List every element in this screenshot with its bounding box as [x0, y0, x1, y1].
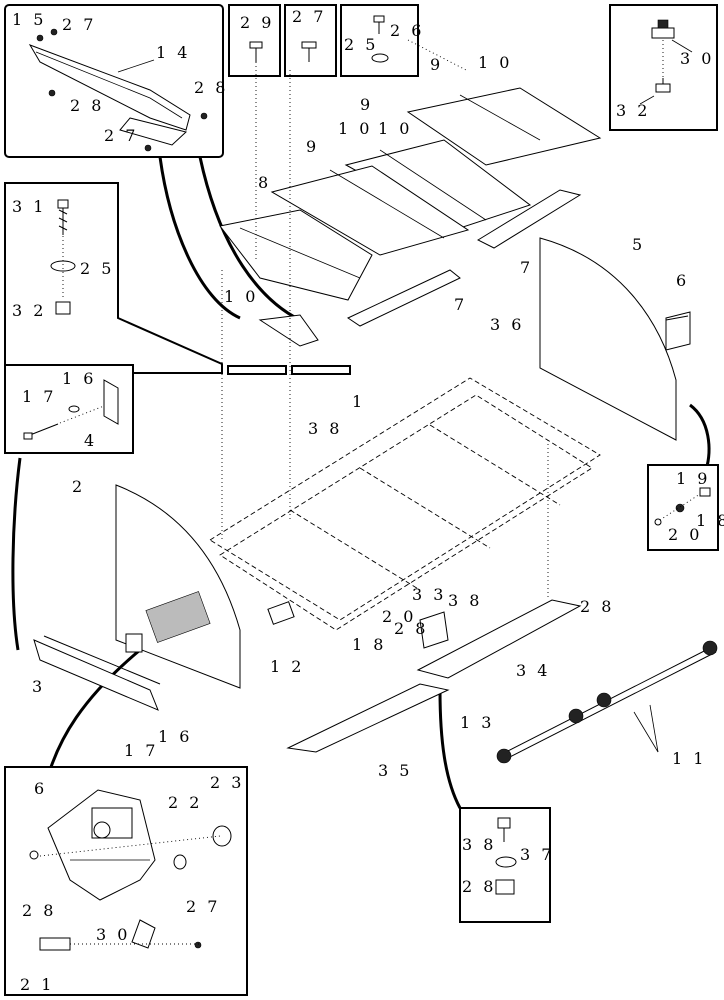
- callout-28-f: 2 8: [462, 877, 496, 896]
- callout-6-a: 6: [34, 779, 47, 798]
- detail-box-30-32: 3 0 3 2: [609, 4, 718, 131]
- callout-15: 1 5: [12, 10, 46, 29]
- callout-20-b: 2 0: [382, 607, 416, 626]
- callout-19: 1 9: [676, 469, 710, 488]
- detail-box-hinge: 6 2 3 2 2 2 8 2 7 3 0 2 1: [4, 766, 248, 996]
- main-assembly: [33, 39, 718, 764]
- callout-2: 2: [72, 477, 85, 496]
- callout-30-b: 3 0: [96, 925, 130, 944]
- connector-box-1: [227, 365, 287, 375]
- callout-3: 3: [32, 677, 45, 696]
- callout-28-c: 2 8: [22, 901, 56, 920]
- callout-9-a: 9: [430, 55, 443, 74]
- callout-38-c: 3 8: [462, 835, 496, 854]
- callout-17-b: 1 7: [124, 741, 158, 760]
- callout-14: 1 4: [156, 43, 190, 62]
- callout-29: 2 9: [240, 13, 274, 32]
- callout-18-b: 1 8: [352, 635, 386, 654]
- callout-16-a: 1 6: [62, 369, 96, 388]
- callout-6-b: 6: [676, 271, 689, 290]
- callout-12: 1 2: [270, 657, 304, 676]
- callout-33: 3 3: [412, 585, 446, 604]
- detail-box-25-26: 2 6 2 5: [340, 4, 424, 77]
- callout-28-e: 2 8: [580, 597, 614, 616]
- callout-10-a: 1 0: [478, 53, 512, 72]
- callout-28-a: 2 8: [194, 78, 228, 97]
- callout-27-d: 2 7: [186, 897, 220, 916]
- callout-28-b: 2 8: [70, 96, 104, 115]
- callout-37: 3 7: [520, 845, 554, 864]
- callout-21: 2 1: [20, 975, 54, 994]
- callout-11: 1 1: [672, 749, 706, 768]
- callout-36: 3 6: [490, 315, 524, 334]
- callout-28-d: 2 8: [394, 619, 428, 638]
- callout-32-b: 3 2: [12, 301, 46, 320]
- callout-7-b: 7: [454, 295, 467, 314]
- callout-10-c: 1 0: [378, 119, 412, 138]
- callout-1: 1: [352, 392, 365, 411]
- callout-38-b: 3 8: [448, 591, 482, 610]
- callout-22: 2 2: [168, 793, 202, 812]
- detail-box-38-37-28: 3 8 3 7 2 8: [459, 807, 554, 923]
- callout-17-a: 1 7: [22, 387, 56, 406]
- callout-26: 2 6: [390, 21, 424, 40]
- callout-25-b: 2 5: [80, 259, 114, 278]
- detail-box-17-16-4: 1 7 1 6 4: [4, 364, 134, 454]
- detail-box-shield: 1 5 2 7 1 4 2 8 2 8 2 7: [4, 4, 228, 158]
- detail-box-29: 2 9: [228, 4, 281, 77]
- callout-10-b: 1 0: [338, 119, 372, 138]
- callout-23: 2 3: [210, 773, 244, 792]
- callout-9-b: 9: [360, 95, 373, 114]
- detail-box-31-25-32: 3 1 2 5 3 2: [4, 182, 223, 374]
- callout-8: 8: [258, 173, 271, 192]
- callout-16-b: 1 6: [158, 727, 192, 746]
- callout-30-a: 3 0: [680, 49, 714, 68]
- detail-box-19-18-20: 1 9 1 8 2 0: [647, 464, 724, 551]
- callout-7-a: 7: [520, 258, 533, 277]
- callout-18-a: 1 8: [696, 511, 724, 530]
- callout-25-a: 2 5: [344, 35, 378, 54]
- callout-10-d: 1 0: [224, 287, 258, 306]
- callout-32-a: 3 2: [616, 101, 650, 120]
- callout-27-b: 2 7: [104, 126, 138, 145]
- callout-5: 5: [632, 235, 645, 254]
- callout-34: 3 4: [516, 661, 550, 680]
- callout-9-c: 9: [306, 137, 319, 156]
- callout-27-c: 2 7: [292, 7, 326, 26]
- callout-31: 3 1: [12, 197, 46, 216]
- callout-20-a: 2 0: [668, 525, 702, 544]
- callout-38-a: 3 8: [308, 419, 342, 438]
- callout-4: 4: [84, 431, 97, 450]
- detail-box-27: 2 7: [284, 4, 337, 77]
- connector-box-2: [291, 365, 351, 375]
- callout-13: 1 3: [460, 713, 494, 732]
- callout-27-a: 2 7: [62, 15, 96, 34]
- callout-35: 3 5: [378, 761, 412, 780]
